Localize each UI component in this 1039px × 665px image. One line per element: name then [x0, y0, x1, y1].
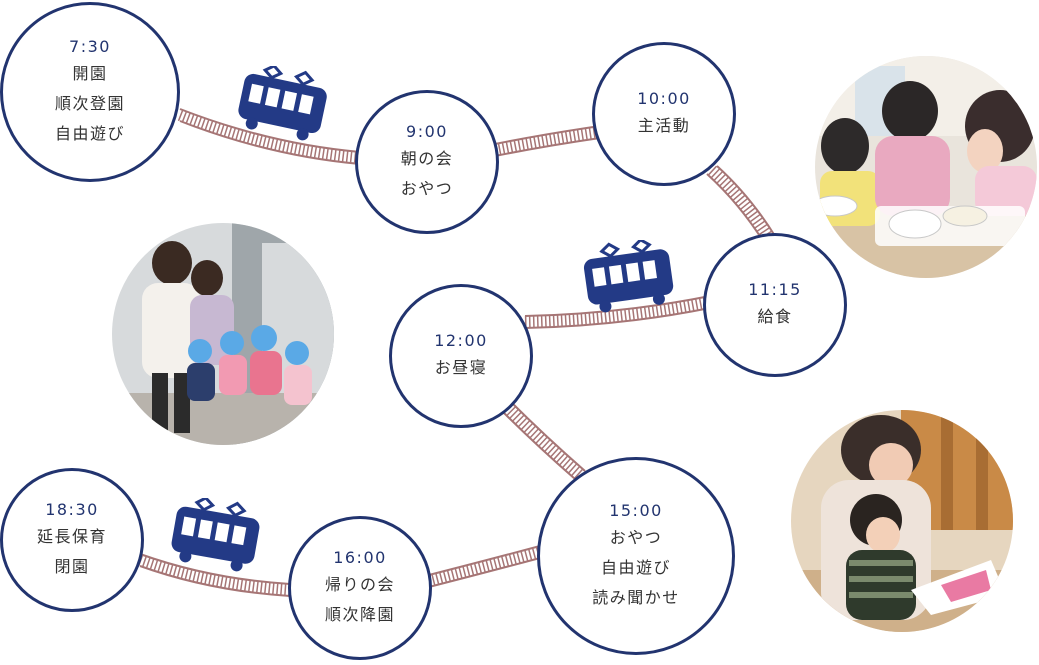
stop-time: 9:00 [406, 122, 448, 141]
schedule-stop-1200: 12:00 お昼寝 [389, 284, 533, 428]
stop-activity: 順次降園 [324, 605, 395, 624]
schedule-stop-1500: 15:00 おやつ 自由遊び 読み聞かせ [537, 457, 735, 655]
photo-reading [791, 410, 1013, 632]
stop-time: 10:00 [637, 89, 691, 108]
stop-activity: 帰りの会 [324, 575, 395, 594]
stop-time: 12:00 [434, 331, 488, 350]
track-12-00-to-15-00 [499, 400, 586, 480]
stop-activity: お昼寝 [434, 358, 488, 377]
stop-activity: 閉園 [54, 557, 90, 576]
stop-activity: 開園 [72, 64, 108, 83]
stop-activity: 読み聞かせ [592, 588, 680, 607]
stop-time: 15:00 [609, 501, 663, 520]
track-15-00-to-16-00 [423, 545, 542, 589]
stop-time: 16:00 [333, 548, 387, 567]
schedule-stop-0730: 7:30 開園 順次登園 自由遊び [0, 2, 180, 182]
track-16-00-to-18-30 [137, 553, 291, 597]
train-icon [583, 240, 674, 313]
stop-activity: 給食 [757, 307, 793, 326]
train-icon [171, 498, 260, 572]
schedule-stop-1830: 18:30 延長保育 閉園 [0, 468, 144, 612]
stop-time: 18:30 [45, 500, 99, 519]
train-icon [238, 66, 327, 141]
photo-walk [112, 223, 334, 445]
stop-activity: 自由遊び [54, 124, 125, 143]
schedule-stop-1000: 10:00 主活動 [592, 42, 736, 186]
schedule-stop-1600: 16:00 帰りの会 順次降園 [288, 516, 432, 660]
stop-activity: おやつ [400, 179, 454, 198]
track-9-00-to-10-00 [493, 125, 601, 157]
track-7-30-to-9-00 [177, 108, 361, 165]
track-11-15-to-12-00 [524, 295, 712, 329]
stop-activity: 順次登園 [54, 94, 125, 113]
track-10-00-to-11-15 [706, 165, 776, 245]
stop-time: 7:30 [69, 37, 111, 56]
stop-time: 11:15 [748, 280, 802, 299]
photo-lunch [815, 56, 1037, 278]
stop-activity: おやつ [609, 528, 663, 547]
stop-activity: 朝の会 [400, 149, 454, 168]
stop-activity: 自由遊び [600, 558, 671, 577]
schedule-stop-0900: 9:00 朝の会 おやつ [355, 90, 499, 234]
stop-activity: 主活動 [637, 116, 691, 135]
schedule-stop-1115: 11:15 給食 [703, 233, 847, 377]
stop-activity: 延長保育 [36, 527, 107, 546]
